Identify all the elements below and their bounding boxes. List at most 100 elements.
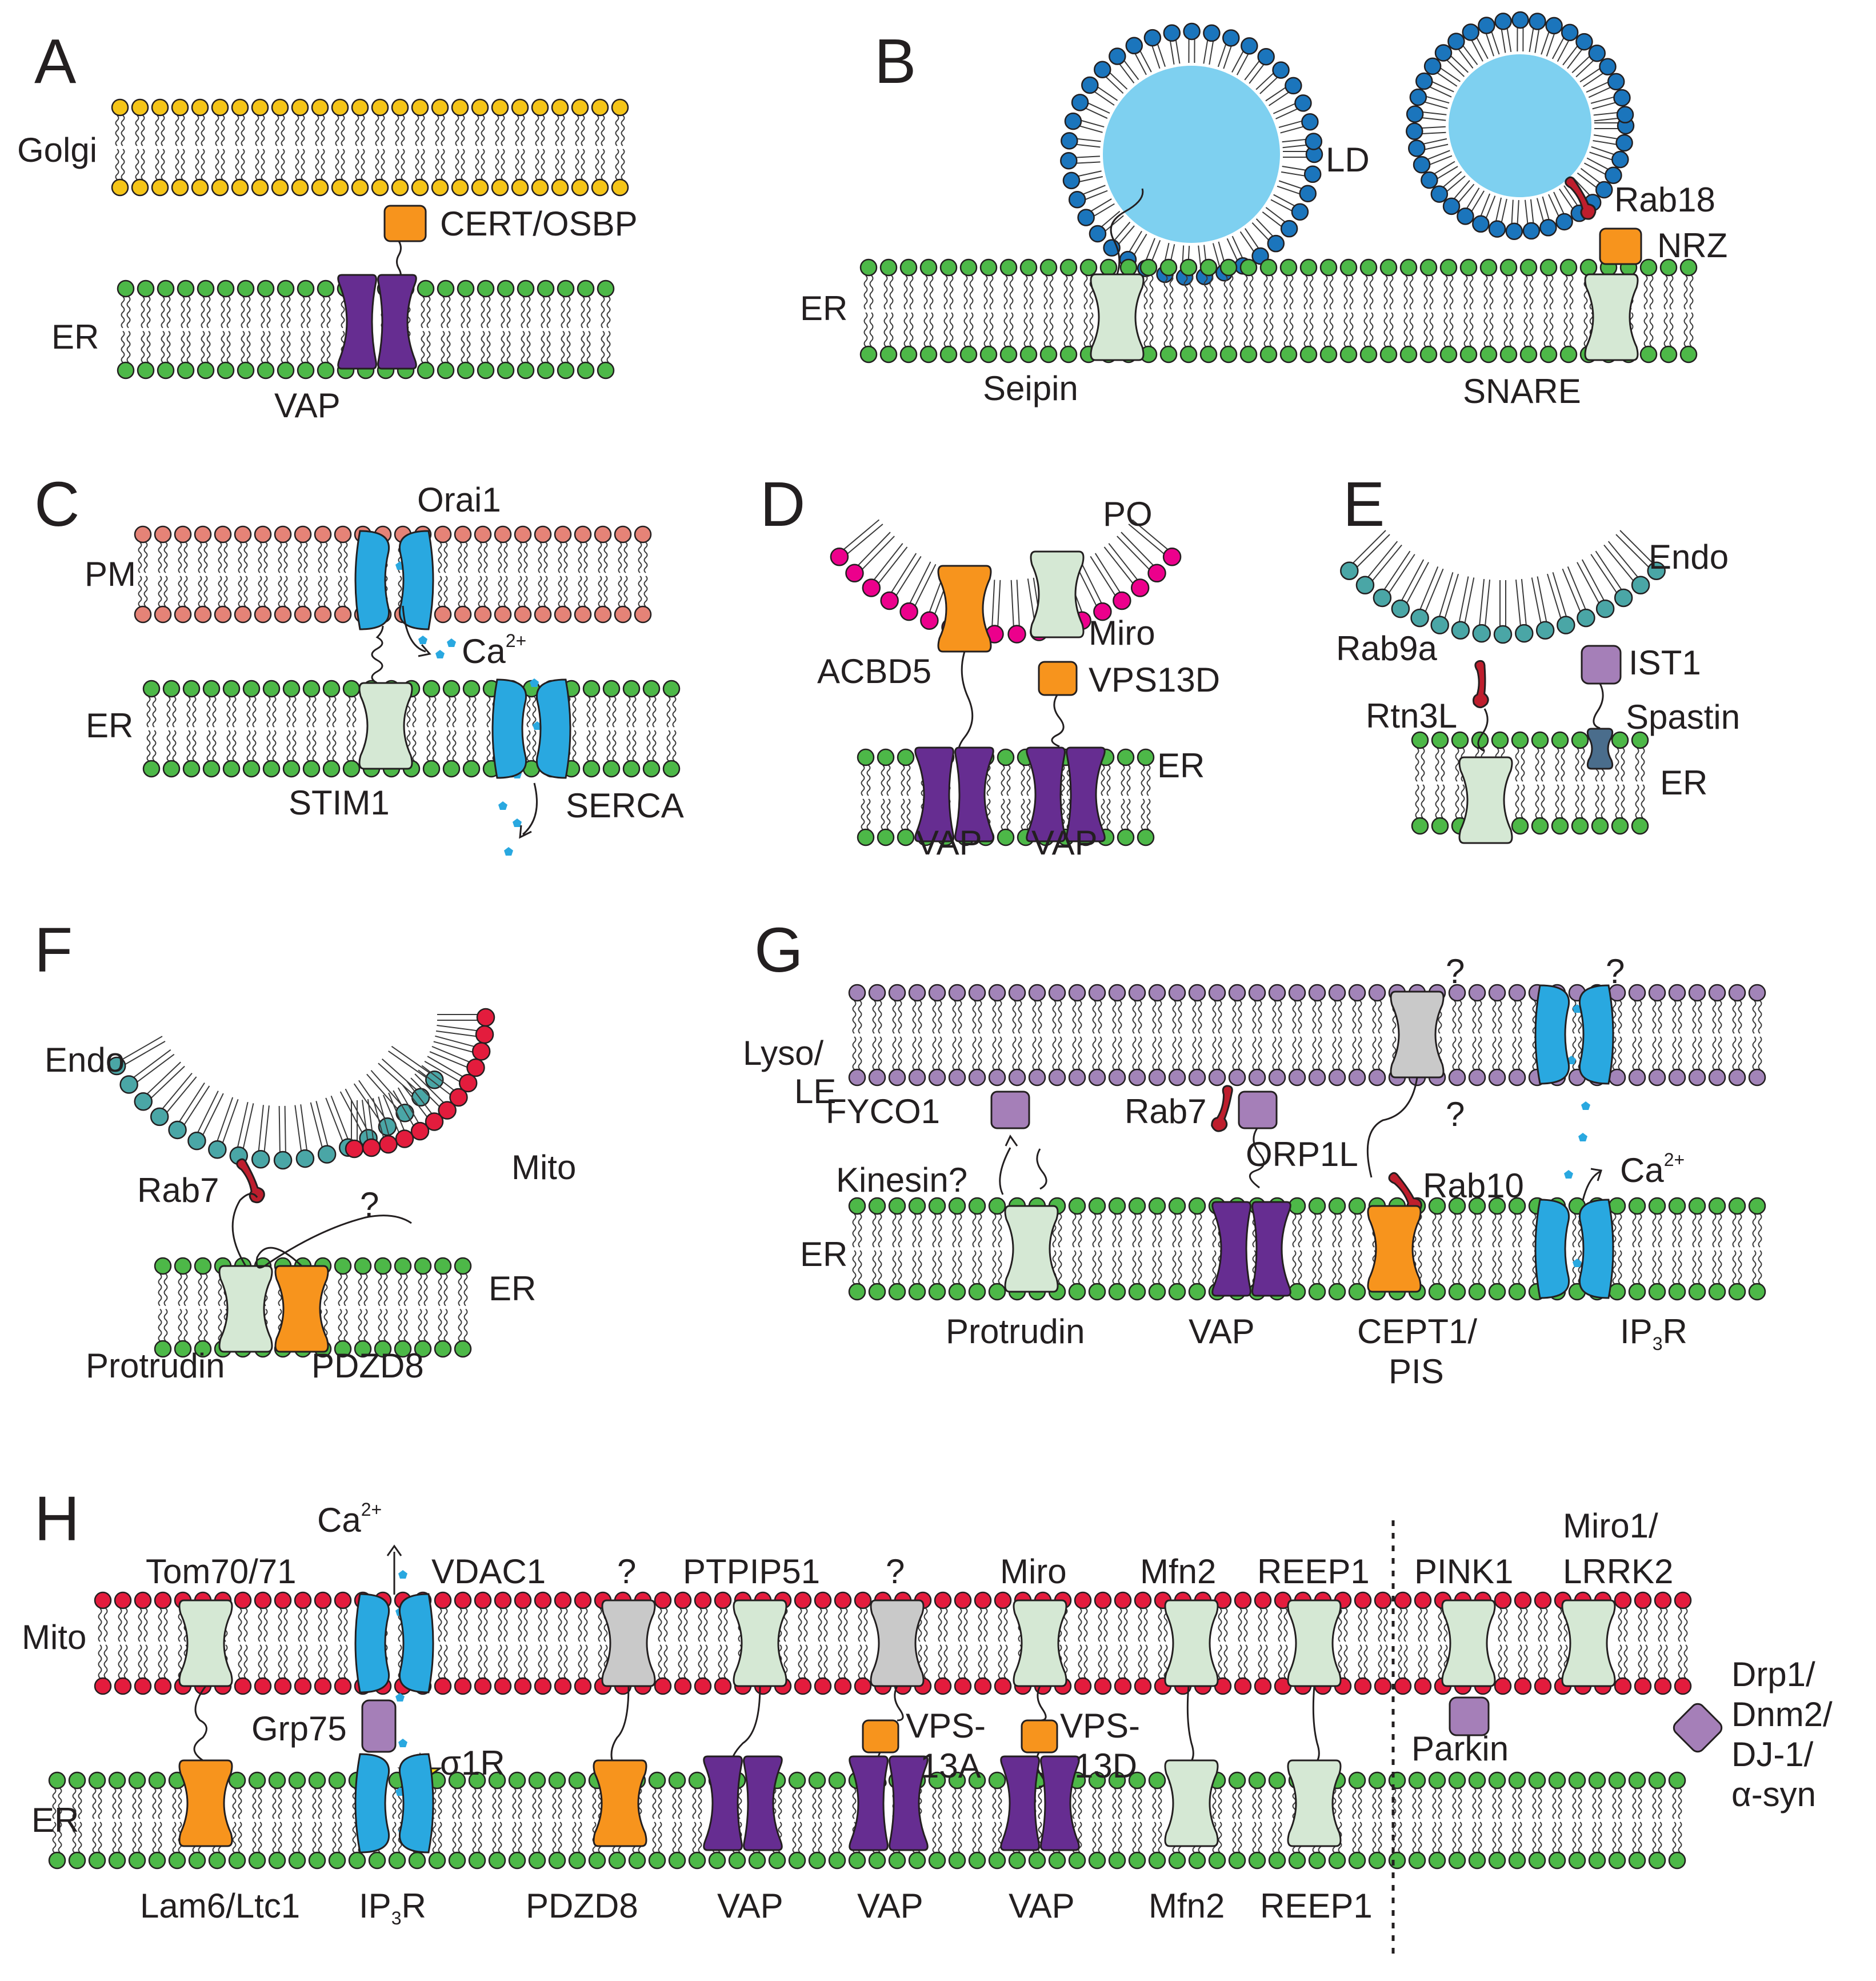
lipid-head [148, 1771, 166, 1790]
lipid-head [1128, 1851, 1146, 1870]
snare-protein [1584, 273, 1639, 361]
lipid-head [454, 605, 472, 624]
lipid-head [391, 98, 409, 117]
lipid-head [1471, 731, 1489, 749]
lipid-head [322, 680, 341, 698]
vap-label-d2: VAP [1031, 824, 1098, 862]
lipid-head [1561, 23, 1579, 42]
lipid-head [1472, 215, 1490, 233]
lipid-head [1008, 1068, 1026, 1087]
lipid-head [1280, 219, 1298, 238]
lipid-head [1508, 984, 1526, 1002]
lipid-head [988, 984, 1006, 1002]
lipid-head [131, 178, 149, 197]
cept1-label: CEPT1/ [1357, 1312, 1477, 1351]
lipid-head [294, 605, 312, 624]
lipid-head [1168, 1068, 1186, 1087]
lipid-head [211, 98, 229, 117]
lipid-head [611, 98, 629, 117]
lipid-head [1048, 1851, 1066, 1870]
lipid-head [768, 1851, 786, 1870]
lipid-head [317, 1145, 337, 1164]
lipid-head [434, 1677, 452, 1695]
lipid-head [668, 1771, 686, 1790]
lipid-head [134, 605, 152, 624]
lipid-head [497, 279, 515, 298]
lipid-head [857, 748, 875, 766]
lipid-head [448, 1851, 466, 1870]
lipid-head [251, 98, 269, 117]
lipid-head [1108, 1283, 1126, 1301]
lipid-head [1008, 1851, 1026, 1870]
lipid-head [919, 345, 938, 364]
lipid-head [1028, 1068, 1046, 1087]
lipid-head [134, 1092, 153, 1111]
lipid-head [234, 605, 252, 624]
lipid-head [368, 1851, 386, 1870]
lipid-head [154, 1591, 172, 1609]
pink1-label: PINK1 [1414, 1552, 1513, 1591]
lipid-head [1074, 1677, 1092, 1695]
lipid-head [48, 1851, 66, 1870]
lipid-head [674, 1591, 692, 1609]
lipid-head [342, 680, 361, 698]
lipid-head [1228, 1771, 1246, 1790]
lipid-head [1408, 139, 1426, 157]
lipid-head [859, 258, 878, 277]
lipid-head [1099, 258, 1118, 277]
lipid-head [954, 1591, 972, 1609]
lipid-head [437, 279, 455, 298]
lipid-head [1391, 599, 1410, 618]
lipid-head [488, 1771, 506, 1790]
lipid-head [994, 1677, 1012, 1695]
lyso-label-2: LE [794, 1072, 836, 1111]
lipid-head [899, 258, 918, 277]
lipid-head [1285, 77, 1302, 95]
lipid-head [295, 1149, 315, 1168]
ca-flux-arrowhead-c2 [519, 825, 532, 839]
lipid-head [1148, 984, 1166, 1002]
lipid-head [551, 178, 569, 197]
lipid-head [494, 1677, 512, 1695]
lipid-head [534, 525, 552, 544]
panel-letter-e: E [1343, 469, 1385, 540]
lipid-head [1048, 984, 1066, 1002]
lipid-head [251, 178, 269, 197]
lipid-droplet-2-shell [1406, 11, 1635, 240]
er-membrane-a [117, 279, 615, 380]
lipid-head [294, 1591, 312, 1609]
lipid-head [431, 98, 449, 117]
lipid-head [848, 1283, 866, 1301]
vap-protein-h2 [849, 1755, 929, 1851]
lipid-head [1248, 1851, 1266, 1870]
lipid-head [475, 1025, 494, 1044]
lipid-head [128, 1771, 146, 1790]
lipid-head [854, 1591, 872, 1609]
calcium-ion [513, 818, 522, 827]
lipid-head [968, 984, 986, 1002]
lipid-head [1531, 817, 1549, 835]
kinesin-arrow [999, 1147, 1011, 1195]
lysosome-membrane [848, 984, 1766, 1087]
lipid-head [1514, 624, 1534, 643]
lipid-head [1508, 1283, 1526, 1301]
lipid-head [428, 1851, 446, 1870]
lipid-head [1267, 234, 1285, 253]
lipid-head [1125, 37, 1143, 55]
lipid-head [191, 98, 209, 117]
lipid-head [1168, 984, 1186, 1002]
vps13d-label-d: VPS13D [1089, 661, 1220, 699]
lipid-head [979, 258, 998, 277]
pdzd8-tether-f [255, 1215, 412, 1269]
fyco1-protein [990, 1091, 1030, 1129]
nrz-label: NRZ [1657, 226, 1727, 265]
lipid-head [1478, 17, 1495, 34]
lipid-head [622, 680, 641, 698]
lipid-head [1139, 258, 1158, 277]
lipid-head [117, 361, 135, 380]
lipid-head [1060, 152, 1078, 170]
lipid-head [1611, 817, 1629, 835]
grp75-label: Grp75 [251, 1710, 347, 1748]
lipid-head [391, 178, 409, 197]
lipid-head [1451, 731, 1469, 749]
